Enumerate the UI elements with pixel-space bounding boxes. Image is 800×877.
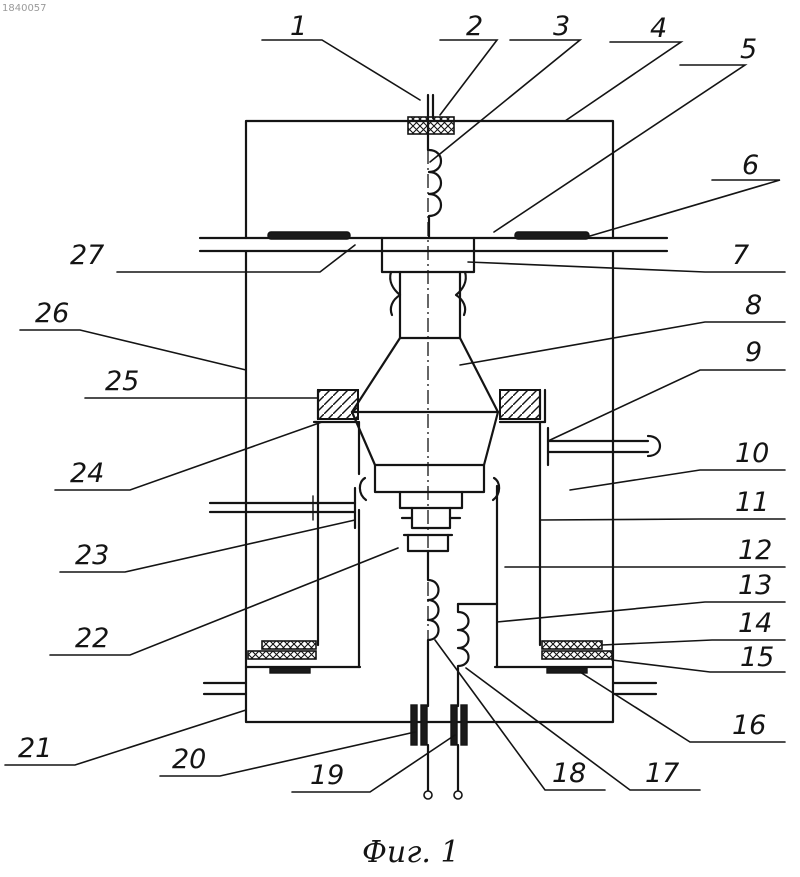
top-feedthrough [408,95,454,150]
label-12: 12 [738,535,772,566]
outer-housing [200,121,667,722]
upper-coil [429,150,441,238]
label-25: 25 [105,366,139,397]
label-15: 15 [740,642,774,673]
label-22: 22 [75,623,109,654]
label-20: 20 [172,744,206,775]
label-10: 10 [735,438,769,469]
label-5: 5 [740,34,757,65]
label-4: 4 [650,13,667,44]
label-19: 19 [310,760,344,791]
document-id: 1840057 [2,3,47,14]
bottom-feedthroughs [411,705,467,799]
label-18: 18 [552,758,586,789]
label-23: 23 [75,540,109,571]
cathode-assembly [352,272,499,551]
left-probe [210,488,355,528]
label-16: 16 [732,710,766,741]
label-27: 27 [70,240,104,271]
figure-caption: Фиг. 1 [362,835,460,870]
bottom-seals [248,641,612,673]
label-11: 11 [735,487,769,518]
label-24: 24 [70,458,104,489]
reference-numerals: 1 2 3 4 5 6 7 8 9 10 11 12 13 14 15 16 1… [18,11,774,791]
inner-cylinder [318,422,540,667]
label-21: 21 [18,733,52,764]
label-26: 26 [35,298,69,329]
label-8: 8 [745,290,762,321]
label-7: 7 [732,240,749,271]
label-17: 17 [645,758,679,789]
label-13: 13 [738,570,772,601]
top-seal-right [515,232,589,239]
label-9: 9 [745,337,762,368]
label-3: 3 [553,11,570,42]
label-6: 6 [742,150,759,181]
top-seal-left [268,232,350,239]
leader-lines [5,40,785,792]
anode-ring [314,390,545,422]
label-1: 1 [290,11,307,42]
label-14: 14 [738,608,772,639]
label-2: 2 [466,11,483,42]
